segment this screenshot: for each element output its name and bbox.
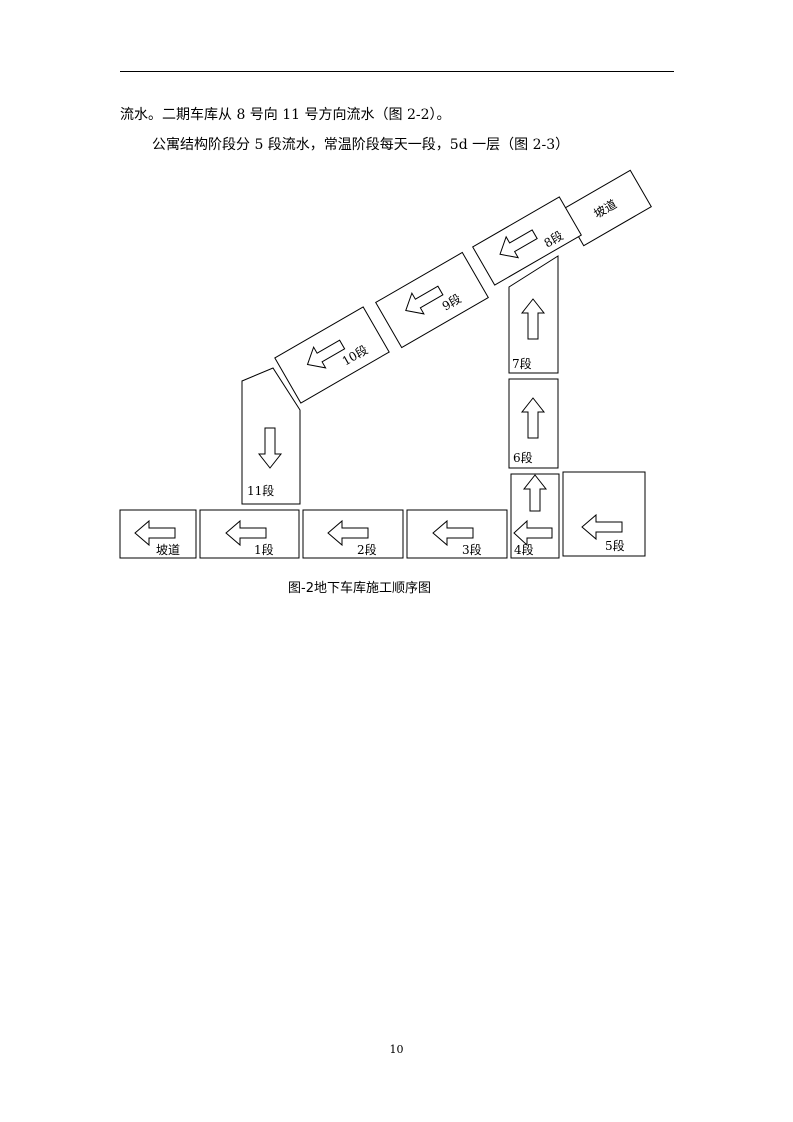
segment-11-block: 11段 bbox=[241, 367, 301, 505]
segment-2-label: 2段 bbox=[357, 542, 377, 557]
segment-6-block: 6段 bbox=[508, 378, 559, 469]
segment-3-label: 3段 bbox=[462, 542, 482, 557]
segment-7-block: 7段 bbox=[508, 255, 559, 374]
segment-9-block: 9段 bbox=[375, 251, 489, 349]
page-number: 10 bbox=[389, 1043, 404, 1056]
segment-1-block: 1段 bbox=[199, 509, 300, 559]
paragraph-2: 公寓结构阶段分 5 段流水，常温阶段每天一段，5d 一层（图 2-3） bbox=[152, 137, 570, 153]
figure-caption: 图-2地下车库施工顺序图 bbox=[288, 581, 431, 596]
segment-4-block: 4段 bbox=[510, 473, 560, 559]
segment-7-label: 7段 bbox=[512, 356, 532, 371]
segment-5-label: 5段 bbox=[605, 538, 625, 553]
segment-2-block: 2段 bbox=[302, 509, 404, 559]
segment-1-label: 1段 bbox=[254, 542, 274, 557]
ramp-right-block: 坡道 bbox=[562, 169, 652, 247]
segment-5-block: 5段 bbox=[562, 471, 646, 557]
segment-6-label: 6段 bbox=[513, 450, 533, 465]
segment-10-block: 10段 bbox=[274, 306, 390, 404]
ramp-left-label: 坡道 bbox=[156, 543, 180, 557]
segment-11-label: 11段 bbox=[247, 483, 274, 498]
segment-4-label: 4段 bbox=[514, 542, 534, 557]
header-rule bbox=[120, 71, 674, 72]
segment-3-block: 3段 bbox=[406, 509, 508, 559]
segment-8-block: 8段 bbox=[472, 196, 582, 286]
paragraph-1: 流水。二期车库从 8 号向 11 号方向流水（图 2-2）。 bbox=[120, 107, 451, 123]
ramp-left-block: 坡道 bbox=[119, 509, 197, 559]
